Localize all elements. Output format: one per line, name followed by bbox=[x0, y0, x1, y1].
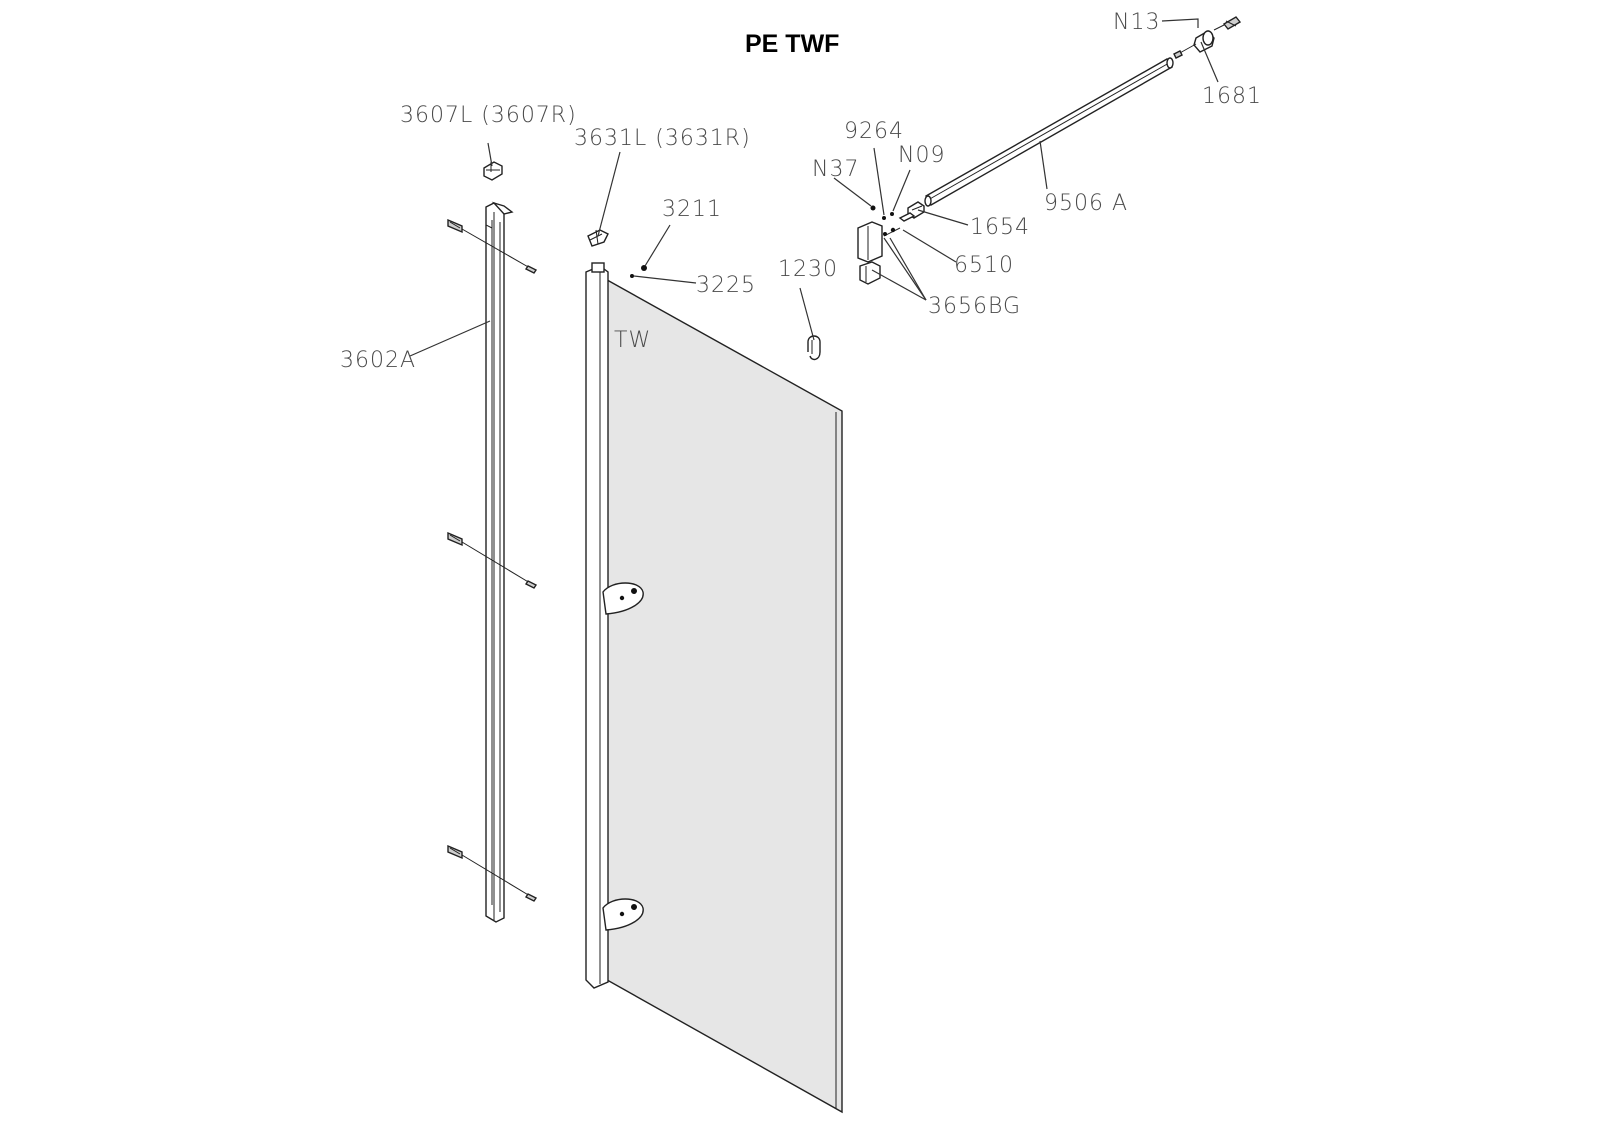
label-3631: 3631L (3631R) bbox=[574, 126, 751, 151]
label-9264: 9264 bbox=[844, 119, 904, 144]
wall-anchor-middle bbox=[447, 531, 538, 589]
leader-lines bbox=[409, 18, 1219, 357]
label-3656bg: 3656BG bbox=[928, 294, 1021, 319]
diagram-title: PE TWF bbox=[745, 30, 839, 58]
label-1681: 1681 bbox=[1202, 84, 1262, 109]
end-cap-1681 bbox=[1173, 30, 1215, 59]
wall-anchor-top bbox=[447, 218, 538, 274]
label-tw: TW bbox=[614, 328, 651, 353]
label-1230: 1230 bbox=[778, 257, 838, 282]
label-6510: 6510 bbox=[954, 253, 1014, 278]
label-9506a: 9506 A bbox=[1044, 191, 1128, 216]
screw-3656-a bbox=[883, 232, 887, 236]
screw-3211 bbox=[641, 265, 647, 271]
label-1654: 1654 bbox=[970, 215, 1030, 240]
clip-3631 bbox=[587, 229, 609, 247]
label-3602a: 3602A bbox=[340, 348, 416, 373]
washer-6510 bbox=[890, 227, 896, 233]
glass-panel-tw bbox=[585, 262, 843, 1114]
label-n09: N09 bbox=[898, 143, 945, 168]
bar-bracket-3656bg bbox=[857, 212, 916, 285]
bolt-n13 bbox=[1213, 16, 1242, 31]
label-3607: 3607L (3607R) bbox=[400, 103, 577, 128]
profile-cap-3607 bbox=[483, 161, 503, 181]
washer-3225 bbox=[630, 274, 634, 278]
wall-profile-3602a bbox=[485, 201, 514, 923]
wall-anchor-bottom bbox=[447, 844, 538, 902]
screw-9264 bbox=[882, 216, 886, 220]
nut-n09 bbox=[890, 212, 894, 216]
support-bar-9506a bbox=[924, 57, 1174, 207]
label-n13: N13 bbox=[1113, 10, 1160, 35]
label-n37: N37 bbox=[812, 157, 859, 182]
label-3225: 3225 bbox=[696, 273, 756, 298]
hook-1230 bbox=[807, 335, 821, 361]
label-3211: 3211 bbox=[662, 197, 722, 222]
screw-n37 bbox=[870, 205, 876, 211]
